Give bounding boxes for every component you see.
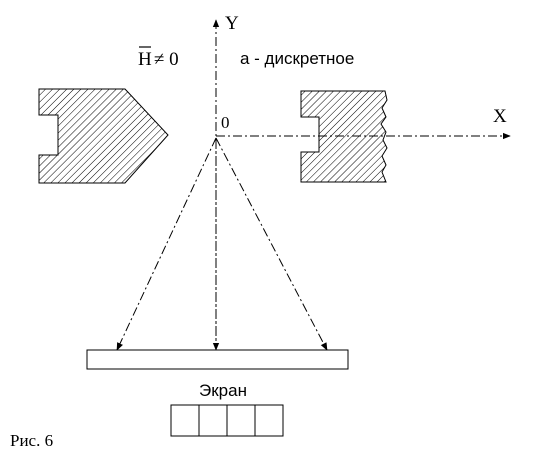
- axis-x-label: X: [493, 106, 507, 127]
- beam-right: [215, 137, 328, 351]
- beam-left: [116, 137, 217, 351]
- counter-cell: [198, 404, 228, 437]
- figure-caption: Рис. 6: [10, 431, 54, 450]
- field-h-label: H: [138, 49, 152, 70]
- counter-cell: [226, 404, 256, 437]
- field-relation-label: ≠ 0: [154, 49, 179, 70]
- origin-label: 0: [221, 113, 230, 132]
- screen-plate: [86, 349, 349, 370]
- magnet-right-pole: [300, 90, 388, 183]
- axis-y-label: Y: [225, 13, 239, 34]
- counter-display: [170, 404, 284, 437]
- magnet-left-pole: [38, 88, 169, 184]
- screen-label: Экран: [199, 381, 247, 400]
- counter-cell: [254, 404, 284, 437]
- counter-cell: [170, 404, 200, 437]
- description-label: а - дискретное: [240, 49, 355, 68]
